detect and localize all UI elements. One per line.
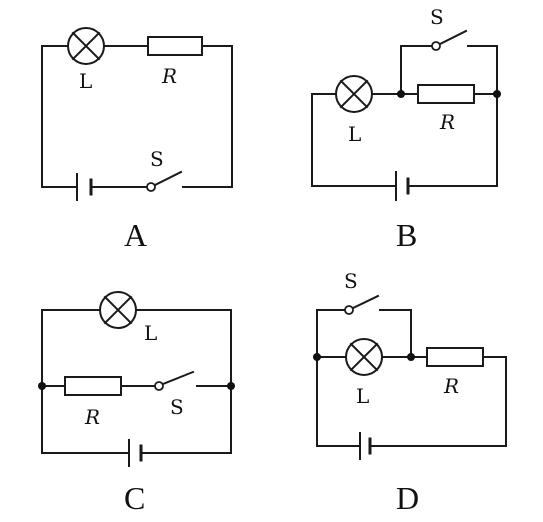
- circuit-c-lamp-label: L: [144, 321, 157, 345]
- circuit-c-resistor-label: R: [84, 405, 100, 429]
- circuit-d-switch-label: S: [344, 269, 358, 293]
- circuit-a-lamp: [67, 27, 105, 65]
- circuit-c: L R S C: [38, 291, 235, 516]
- circuit-b: L R S B: [311, 5, 501, 253]
- circuit-c-wires: [41, 309, 232, 454]
- circuit-b-switch: [431, 29, 468, 51]
- circuit-d-switch: [344, 294, 380, 315]
- circuit-a: L R S A: [41, 27, 233, 253]
- circuit-c-junction-left: [38, 382, 46, 390]
- circuit-a-wires: [41, 45, 233, 188]
- circuit-d: L R S D: [313, 269, 507, 516]
- circuit-a-lamp-label: L: [79, 69, 92, 93]
- circuit-a-switch-label: S: [150, 147, 164, 171]
- circuit-b-switch-label: S: [430, 5, 444, 29]
- circuit-b-junction-left: [397, 90, 405, 98]
- circuit-a-resistor-label: R: [161, 64, 177, 88]
- circuit-a-battery: [76, 173, 93, 201]
- circuit-b-lamp-label: L: [348, 122, 361, 146]
- circuit-c-resistor: [64, 376, 122, 396]
- circuit-c-battery: [128, 439, 143, 467]
- circuit-b-wires: [311, 45, 498, 187]
- circuit-d-resistor-label: R: [443, 374, 459, 398]
- circuit-d-resistor: [426, 347, 484, 367]
- circuit-d-battery: [359, 432, 372, 460]
- circuit-b-caption: B: [396, 217, 417, 253]
- circuit-d-lamp-label: L: [356, 384, 369, 408]
- circuit-b-resistor: [417, 84, 475, 104]
- circuit-b-battery: [395, 171, 410, 201]
- circuit-c-lamp: [99, 291, 137, 329]
- circuit-d-wires: [316, 309, 507, 447]
- circuit-b-junction-right: [493, 90, 501, 98]
- circuit-d-caption: D: [396, 480, 419, 516]
- circuit-c-switch: [154, 370, 195, 391]
- circuit-d-lamp: [345, 338, 383, 376]
- circuit-c-junction-right: [227, 382, 235, 390]
- circuit-c-switch-label: S: [170, 395, 184, 419]
- circuit-c-caption: C: [124, 480, 145, 516]
- circuit-b-resistor-label: R: [439, 110, 455, 134]
- circuit-d-junction-right: [407, 353, 415, 361]
- circuit-d-junction-left: [313, 353, 321, 361]
- circuit-a-switch: [146, 170, 183, 192]
- circuit-b-lamp: [335, 75, 373, 113]
- circuit-a-resistor: [147, 36, 203, 56]
- circuit-a-caption: A: [124, 217, 147, 253]
